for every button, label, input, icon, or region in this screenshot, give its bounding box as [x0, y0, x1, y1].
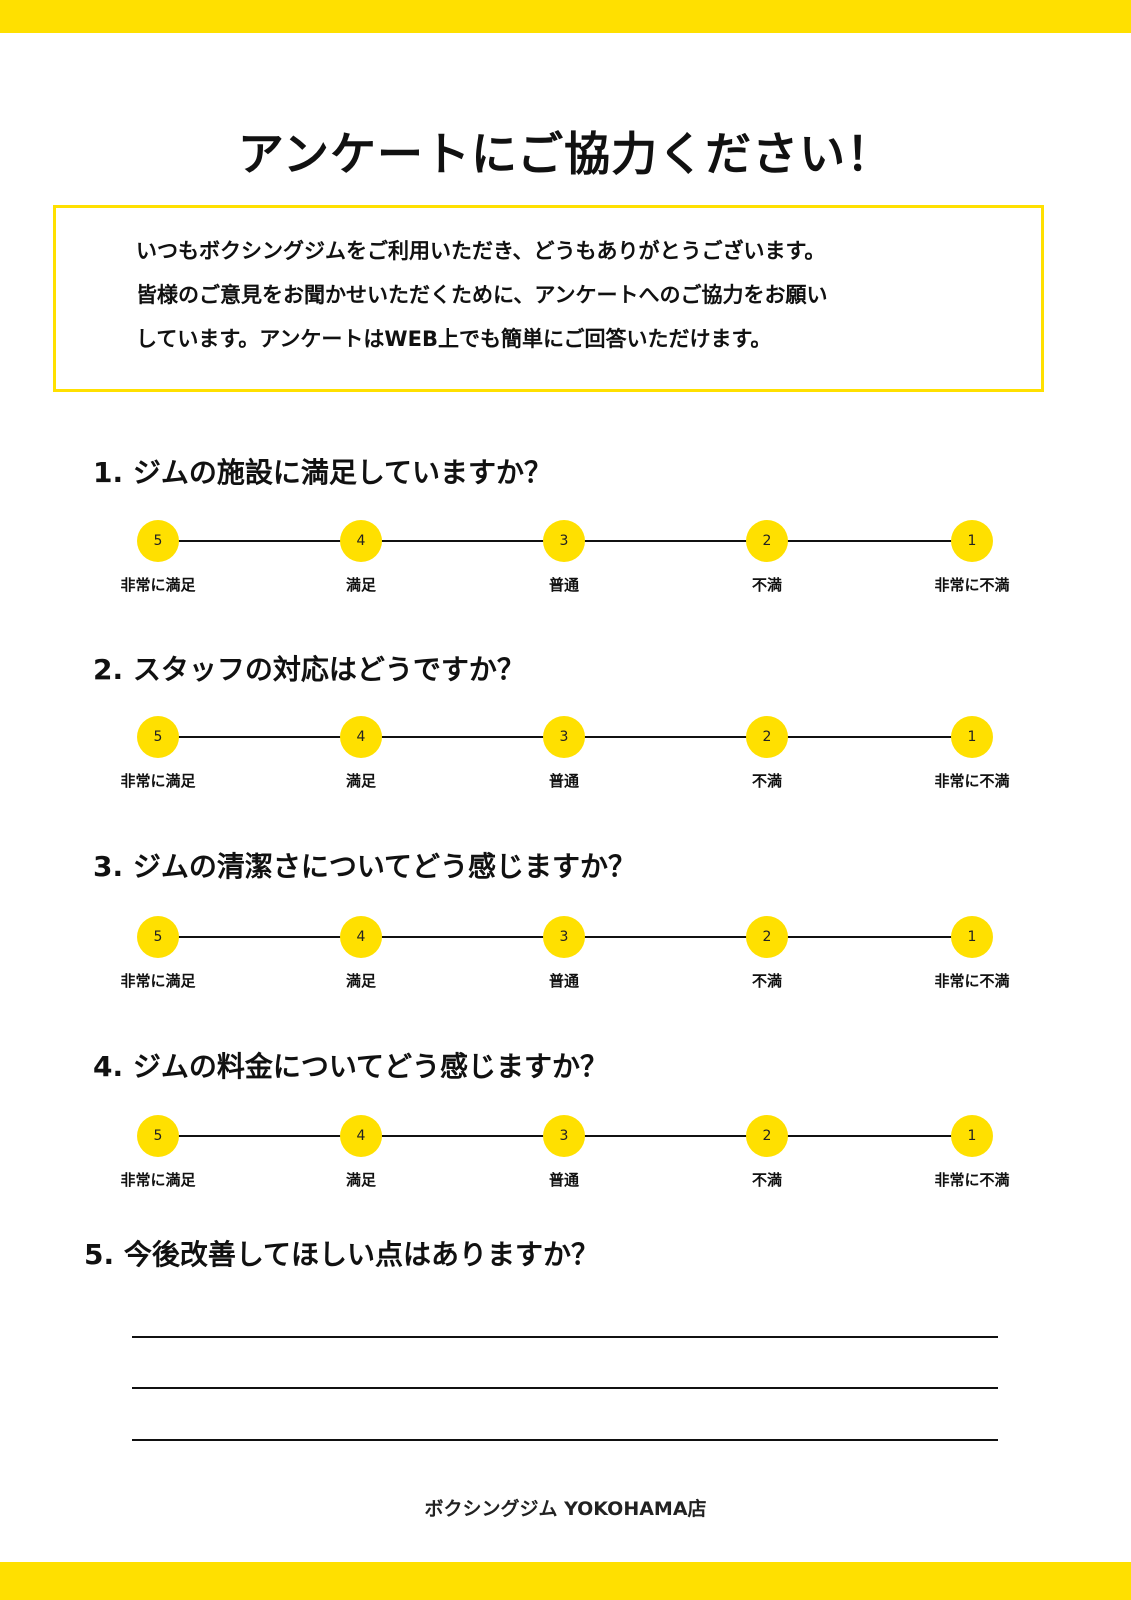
rating-option-label: 満足: [345, 1171, 376, 1189]
rating-option-label: 非常に満足: [120, 1171, 196, 1189]
rating-option-label: 普通: [548, 972, 579, 990]
answer-line[interactable]: [132, 1387, 998, 1389]
rating-option-1[interactable]: 1: [951, 916, 993, 958]
rating-option-1[interactable]: 1: [951, 1115, 993, 1157]
rating-option-label: 非常に満足: [120, 972, 196, 990]
rating-option-label: 満足: [345, 576, 376, 594]
rating-option-5[interactable]: 5: [137, 716, 179, 758]
footer-store-name: ボクシングジム YOKOHAMA店: [424, 1498, 707, 1520]
rating-option-5[interactable]: 5: [137, 916, 179, 958]
rating-option-label: 満足: [345, 772, 376, 790]
rating-option-1[interactable]: 1: [951, 520, 993, 562]
rating-option-4[interactable]: 4: [340, 716, 382, 758]
rating-option-label: 非常に不満: [934, 772, 1010, 790]
question-1-title: 1. ジムの施設に満足していますか？: [93, 456, 553, 489]
answer-line[interactable]: [132, 1439, 998, 1441]
rating-option-label: 非常に満足: [120, 772, 196, 790]
rating-option-3[interactable]: 3: [543, 916, 585, 958]
intro-line: いつもボクシングジムをご利用いただき、どうもありがとうございます。: [136, 239, 826, 263]
rating-option-2[interactable]: 2: [746, 716, 788, 758]
answer-line[interactable]: [132, 1336, 998, 1338]
rating-option-label: 普通: [548, 576, 579, 594]
rating-option-label: 普通: [548, 772, 579, 790]
rating-option-label: 非常に満足: [120, 576, 196, 594]
rating-option-3[interactable]: 3: [543, 716, 585, 758]
rating-option-4[interactable]: 4: [340, 520, 382, 562]
rating-option-label: 不満: [751, 1171, 782, 1189]
rating-option-2[interactable]: 2: [746, 1115, 788, 1157]
rating-option-label: 非常に不満: [934, 1171, 1010, 1189]
rating-option-label: 満足: [345, 972, 376, 990]
intro-line: 皆様のご意見をお聞かせいただくために、アンケートへのご協力をお願い: [136, 283, 828, 307]
rating-option-4[interactable]: 4: [340, 1115, 382, 1157]
rating-option-label: 不満: [751, 576, 782, 594]
question-4-title: 4. ジムの料金についてどう感じますか？: [93, 1050, 609, 1083]
rating-option-label: 普通: [548, 1171, 579, 1189]
rating-option-5[interactable]: 5: [137, 520, 179, 562]
rating-option-label: 非常に不満: [934, 576, 1010, 594]
rating-scale-q2: 5 非常に満足 4 満足 3 普通 2 不満 1 非常に不満: [0, 698, 1131, 808]
rating-option-3[interactable]: 3: [543, 520, 585, 562]
rating-scale-q1: 5 非常に満足 4 満足 3 普通 2 不満 1 非常に不満: [0, 502, 1131, 612]
question-3-title: 3. ジムの清潔さについてどう感じますか？: [93, 850, 637, 883]
question-5-title: 5. 今後改善してほしい点はありますか？: [84, 1238, 600, 1271]
rating-option-4[interactable]: 4: [340, 916, 382, 958]
rating-option-2[interactable]: 2: [746, 916, 788, 958]
rating-scale-q3: 5 非常に満足 4 満足 3 普通 2 不満 1 非常に不満: [0, 898, 1131, 1008]
rating-option-5[interactable]: 5: [137, 1115, 179, 1157]
rating-scale-q4: 5 非常に満足 4 満足 3 普通 2 不満 1 非常に不満: [0, 1097, 1131, 1207]
question-2-title: 2. スタッフの対応はどうですか？: [93, 653, 525, 686]
intro-line: しています。アンケートはWEB上でも簡単にご回答いただけます。: [136, 327, 772, 351]
rating-option-2[interactable]: 2: [746, 520, 788, 562]
rating-option-label: 非常に不満: [934, 972, 1010, 990]
rating-option-label: 不満: [751, 772, 782, 790]
rating-option-3[interactable]: 3: [543, 1115, 585, 1157]
top-accent-bar: [0, 0, 1131, 33]
rating-option-label: 不満: [751, 972, 782, 990]
bottom-accent-bar: [0, 1562, 1131, 1600]
rating-option-1[interactable]: 1: [951, 716, 993, 758]
page-title: アンケートにご協力ください！: [237, 127, 894, 181]
intro-box: いつもボクシングジムをご利用いただき、どうもありがとうございます。 皆様のご意見…: [53, 205, 1044, 392]
